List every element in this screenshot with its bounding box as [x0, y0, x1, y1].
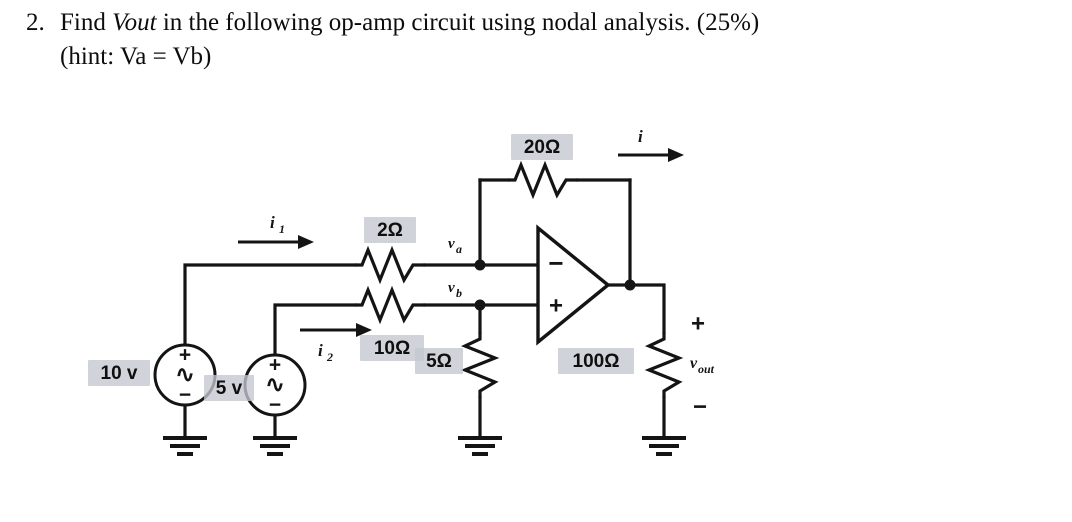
opamp-noninverting-sign: +: [549, 292, 563, 319]
source-5v: + ∿ −: [243, 353, 307, 417]
current-i1-label: i 1: [270, 213, 285, 236]
question-block: 2. Find Vout in the following op-amp circ…: [26, 6, 1056, 74]
ground-5ohm: [458, 436, 502, 456]
output-voltage-label: + v out −: [690, 310, 715, 420]
node-dot-vb: [474, 299, 486, 311]
resistor-input-inverting: [355, 245, 425, 285]
question-line-1: 2. Find Vout in the following op-amp circ…: [26, 6, 1056, 40]
resistor-input-inverting-label: 2Ω: [364, 217, 416, 243]
resistor-feedback-label-text: 20Ω: [524, 137, 560, 158]
wire-5v-to-10ohm: [273, 303, 357, 357]
ground-load: [642, 436, 686, 456]
wire-10v-to-2ohm: [183, 263, 357, 347]
current-i1-symbol: i: [270, 213, 275, 232]
current-i2-subscript: 2: [326, 350, 333, 364]
resistor-input-noninverting-label-text: 10Ω: [374, 338, 410, 359]
question-text-part2: in the following op-amp circuit using no…: [156, 9, 760, 36]
current-i1-arrow: [238, 235, 314, 249]
output-minus-sign: −: [693, 393, 707, 420]
output-voltage-subscript: out: [698, 362, 715, 376]
source-5v-wave: ∿: [265, 371, 284, 397]
question-text-part1: Find: [60, 9, 113, 36]
node-dot-output: [624, 279, 636, 291]
node-va-label: v a: [448, 236, 462, 256]
resistor-load: [644, 332, 684, 398]
node-va-subscript: a: [456, 242, 462, 256]
question-vout-italic: Vout: [112, 9, 157, 36]
wire-output-to-load: [628, 283, 666, 334]
resistor-feedback: [508, 160, 578, 200]
source-10v-plus: +: [179, 344, 191, 367]
node-va-symbol: v: [448, 236, 455, 252]
circuit-diagram: − + + ∿ − + ∿ −: [60, 120, 760, 480]
resistor-shunt-label-text: 5Ω: [426, 351, 452, 372]
current-i2-arrow: [300, 323, 372, 337]
source-5v-label-text: 5 v: [216, 378, 243, 399]
node-vb-subscript: b: [456, 286, 462, 300]
resistor-load-label-text: 100Ω: [573, 351, 620, 372]
question-line-2: (hint: Va = Vb): [26, 40, 1056, 74]
current-i2-symbol: i: [318, 341, 323, 360]
resistor-shunt: [460, 332, 500, 398]
question-hint: (hint: Va = Vb): [60, 43, 212, 70]
ground-10v: [163, 436, 207, 456]
output-voltage-symbol: v: [690, 355, 698, 372]
current-i-symbol: i: [638, 127, 643, 146]
source-10v-minus: −: [179, 384, 191, 407]
source-5v-label: 5 v: [204, 375, 254, 401]
current-i2-label: i 2: [318, 341, 333, 364]
source-10v-label-text: 10 v: [101, 363, 138, 384]
op-amp: − +: [536, 224, 611, 346]
resistor-feedback-label: 20Ω: [511, 134, 573, 160]
current-i1-subscript: 1: [279, 222, 285, 236]
resistor-input-noninverting-label: 10Ω: [360, 335, 424, 361]
source-10v-wave: ∿: [175, 361, 194, 387]
source-5v-plus: +: [269, 354, 281, 377]
ground-5v: [253, 436, 297, 456]
resistor-shunt-label: 5Ω: [415, 348, 463, 374]
node-vb-symbol: v: [448, 280, 455, 296]
opamp-inverting-sign: −: [548, 248, 563, 278]
source-10v-label: 10 v: [88, 360, 150, 386]
output-plus-sign: +: [691, 310, 705, 337]
current-i-label: i: [638, 127, 643, 146]
resistor-input-inverting-label-text: 2Ω: [377, 220, 403, 241]
resistor-load-label: 100Ω: [558, 348, 634, 374]
node-dot-va: [474, 259, 486, 271]
question-number: 2.: [26, 9, 45, 36]
source-5v-minus: −: [269, 394, 281, 417]
resistor-input-noninverting: [355, 285, 425, 325]
current-i-arrow: [618, 148, 684, 162]
node-vb-label: v b: [448, 280, 462, 300]
